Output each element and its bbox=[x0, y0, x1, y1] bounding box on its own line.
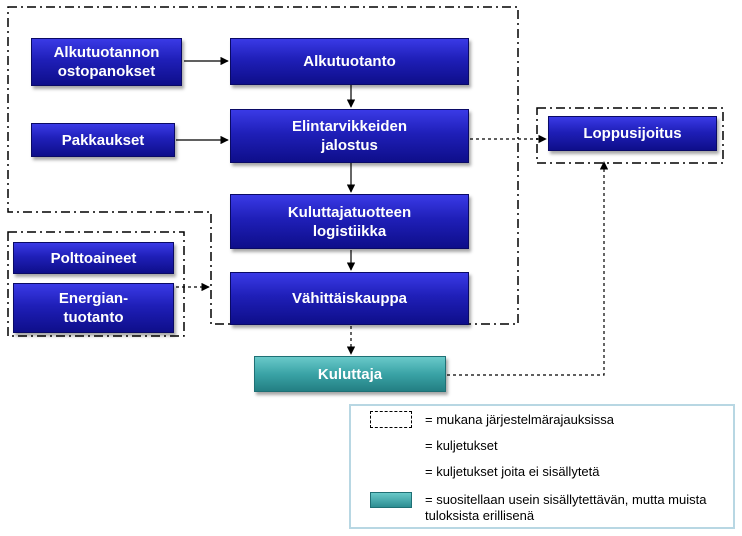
energy-group-outline bbox=[7, 231, 185, 337]
box-alkutuotannon-ostopanokset: Alkutuotannon ostopanokset bbox=[31, 38, 182, 86]
legend-transport-excluded-label: = kuljetukset joita ei sisällytetä bbox=[425, 464, 600, 479]
system-boundary-outline bbox=[7, 6, 519, 325]
dashed-arrow-kuluttaja-to-loppusijoitus bbox=[447, 161, 609, 376]
box-pakkaukset: Pakkaukset bbox=[31, 123, 175, 157]
legend-separate-label: = suositellaan usein sisällytettävän, mu… bbox=[425, 492, 707, 523]
disposal-outline bbox=[536, 107, 724, 164]
legend-boundary-label: = mukana järjestelmärajauksissa bbox=[425, 412, 614, 427]
box-kuluttaja: Kuluttaja bbox=[254, 356, 446, 392]
box-energiantuotanto: Energian- tuotanto bbox=[13, 283, 174, 333]
box-elintarvikkeiden-jalostus: Elintarvikkeiden jalostus bbox=[230, 109, 469, 163]
box-vahittaiskauppa: Vähittäiskauppa bbox=[230, 272, 469, 325]
legend: = mukana järjestelmärajauksissa = kuljet… bbox=[349, 404, 735, 529]
legend-boundary-swatch bbox=[370, 411, 412, 428]
box-alkutuotanto: Alkutuotanto bbox=[230, 38, 469, 85]
box-polttoaineet: Polttoaineet bbox=[13, 242, 174, 274]
legend-separate-swatch bbox=[370, 492, 412, 508]
box-loppusijoitus: Loppusijoitus bbox=[548, 116, 717, 151]
legend-transport-label: = kuljetukset bbox=[425, 438, 498, 453]
box-kuluttajatuotteen-logistiikka: Kuluttajatuotteen logistiikka bbox=[230, 194, 469, 249]
